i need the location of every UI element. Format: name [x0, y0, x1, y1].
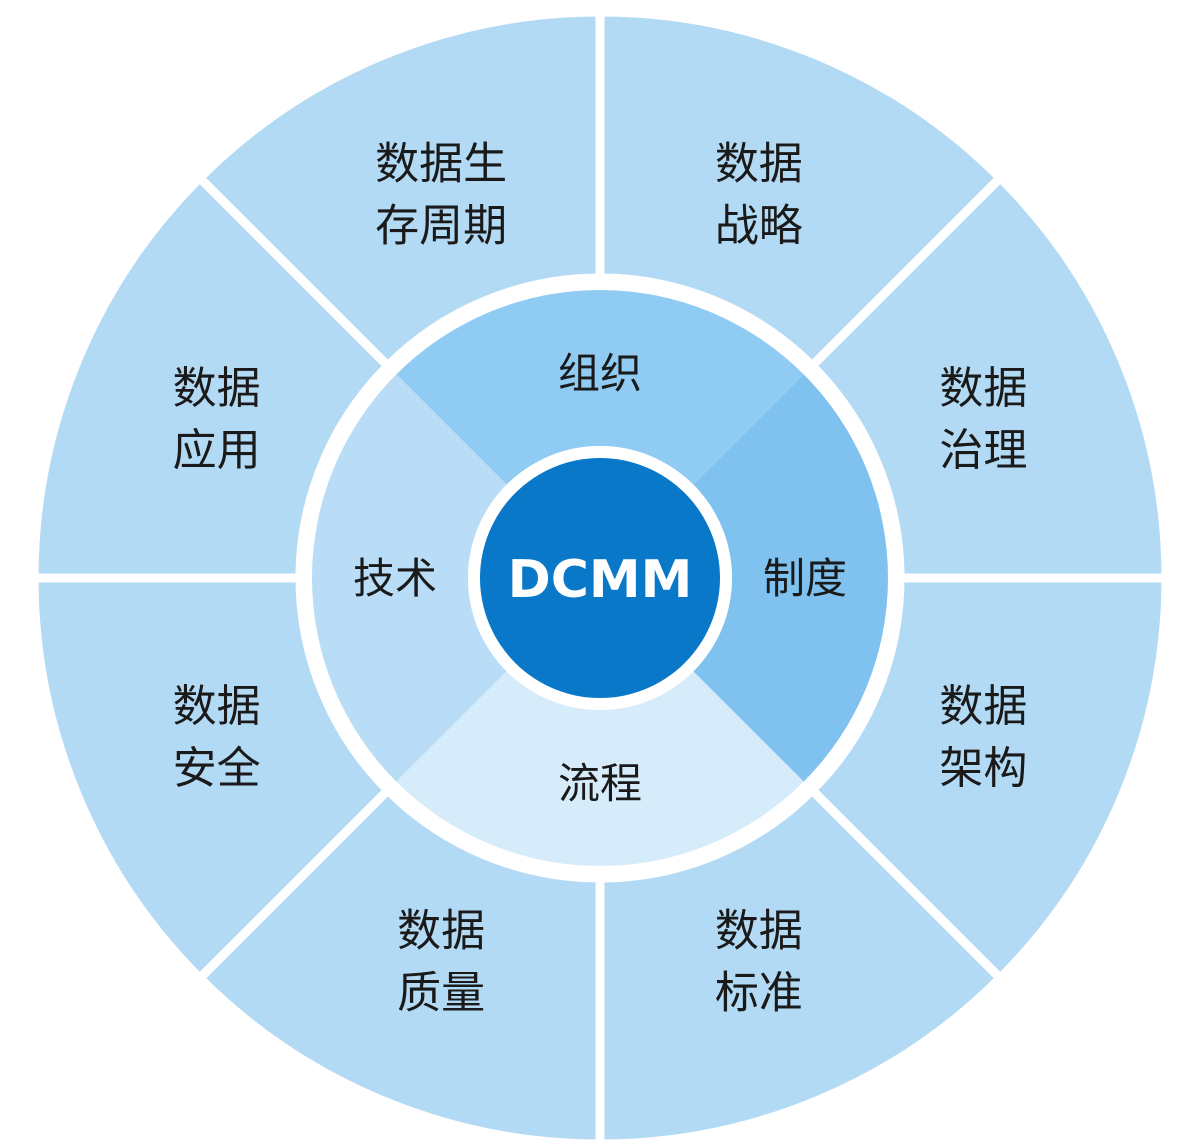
outer-label-governance-line-1: 数据	[939, 363, 1027, 414]
dcmm-core-label: DCMM	[508, 550, 693, 610]
outer-label-lifecycle-line-1: 数据生	[375, 139, 507, 190]
outer-label-security-line-1: 数据	[173, 681, 261, 732]
outer-label-quality-line-1: 数据	[397, 905, 485, 956]
inner-label-technology: 技术	[353, 554, 437, 603]
inner-label-organization: 组织	[558, 349, 642, 398]
outer-label-quality-line-2: 质量	[397, 967, 485, 1018]
outer-label-strategy-line-2: 战略	[715, 201, 803, 252]
outer-label-lifecycle-line-2: 存周期	[375, 201, 507, 252]
outer-label-standards-line-1: 数据	[715, 905, 803, 956]
outer-label-architecture-line-1: 数据	[939, 681, 1027, 732]
inner-label-process: 流程	[558, 759, 642, 808]
dcmm-core-circle	[480, 458, 720, 698]
outer-label-strategy-line-1: 数据	[715, 139, 803, 190]
outer-label-governance-line-2: 治理	[939, 425, 1027, 476]
inner-segment-policy	[693, 374, 888, 782]
outer-label-architecture-line-2: 架构	[939, 743, 1027, 794]
inner-segment-process	[396, 671, 804, 866]
outer-label-standards-line-2: 标准	[715, 967, 803, 1018]
inner-segment-organization	[396, 290, 804, 485]
outer-label-application-line-2: 应用	[173, 425, 261, 476]
inner-segment-technology	[312, 374, 507, 782]
outer-label-security-line-2: 安全	[173, 743, 261, 794]
inner-label-policy: 制度	[763, 554, 847, 603]
outer-label-application-line-1: 数据	[173, 363, 261, 414]
